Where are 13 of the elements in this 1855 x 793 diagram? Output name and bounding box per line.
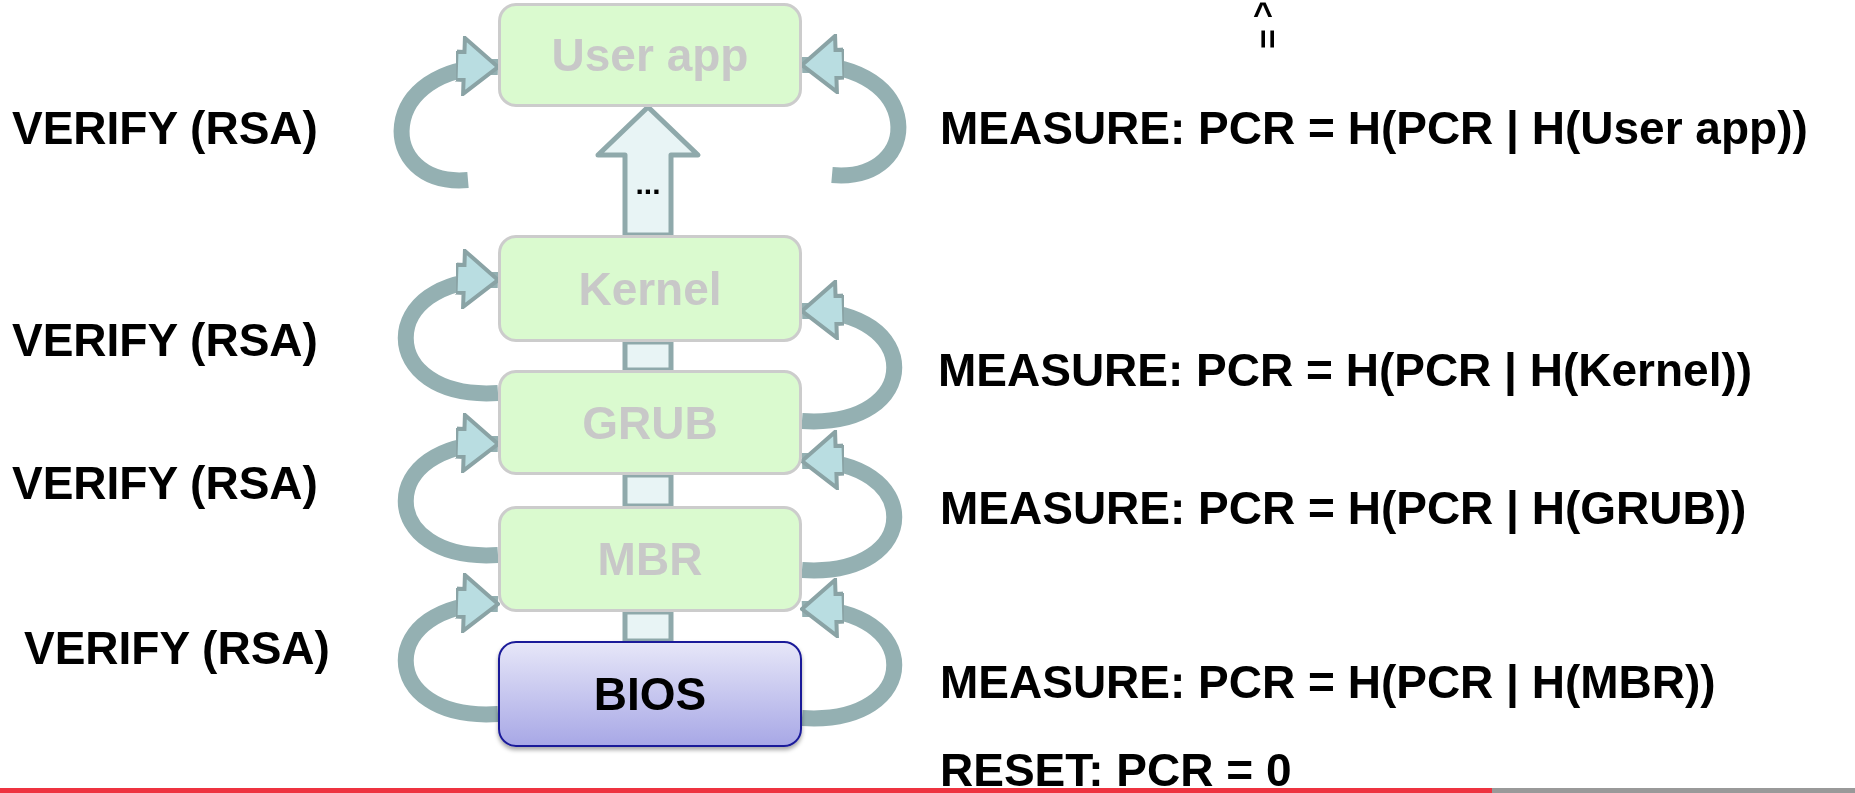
block-arrow xyxy=(622,339,674,373)
block-arrow xyxy=(622,609,674,644)
symbol-label: = xyxy=(1250,29,1285,49)
process-box xyxy=(498,370,802,475)
process-box xyxy=(498,3,802,107)
block-arrow xyxy=(622,472,674,509)
step-label: RESET: PCR = 0 xyxy=(940,747,1292,793)
process-box xyxy=(498,235,802,342)
process-box xyxy=(498,641,802,747)
block-arrow xyxy=(595,104,701,238)
box-label: BIOS xyxy=(593,667,707,721)
process-box xyxy=(498,506,802,612)
symbol-label: ^ xyxy=(1253,0,1273,30)
